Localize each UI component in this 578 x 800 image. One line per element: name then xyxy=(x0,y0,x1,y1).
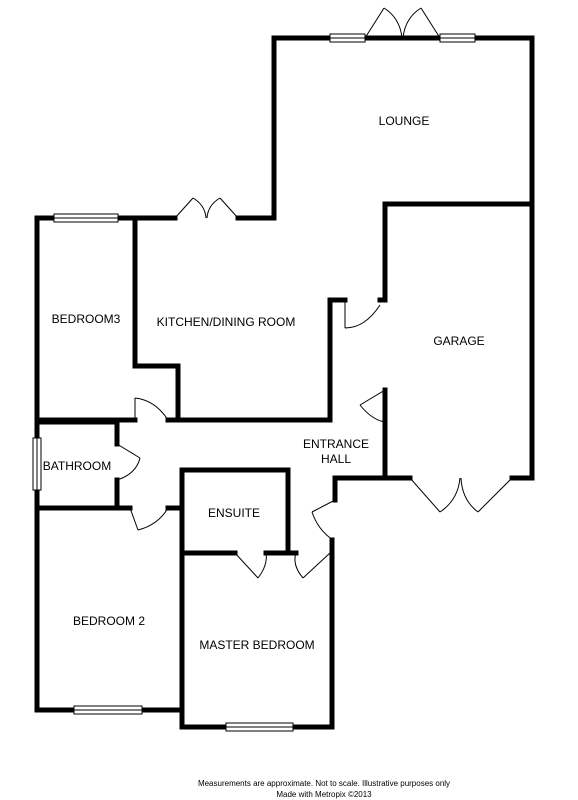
garage-left-wall xyxy=(382,201,535,303)
master-bedroom-label: MASTER BEDROOM xyxy=(199,638,314,652)
room-labels: LOUNGE GARAGE BEDROOM3 KITCHEN/DINING RO… xyxy=(43,114,485,652)
bathroom-door xyxy=(116,443,141,481)
entrance-label-line2: HALL xyxy=(321,452,351,466)
garage-label: GARAGE xyxy=(433,334,484,348)
lounge-right-wall xyxy=(472,35,535,481)
entrance-label-line1: ENTRANCE xyxy=(303,437,369,451)
kitchen-french-door xyxy=(174,197,239,219)
master-bedroom-door xyxy=(294,552,331,579)
doors xyxy=(116,7,513,579)
bedroom3-door xyxy=(134,397,169,421)
lounge-label: LOUNGE xyxy=(379,114,430,128)
master-bottom-right-wall xyxy=(290,537,335,730)
windows xyxy=(32,33,476,732)
credit-text: Made with Metropix ©2013 xyxy=(276,790,372,799)
walls xyxy=(34,35,535,730)
ensuite-door xyxy=(234,552,267,579)
bathroom-label: BATHROOM xyxy=(43,459,111,473)
bedroom2-label: BEDROOM 2 xyxy=(73,614,145,628)
ensuite-label: ENSUITE xyxy=(208,506,260,520)
disclaimer-text: Measurements are approximate. Not to sca… xyxy=(198,779,450,788)
kitchen-bottom-wall xyxy=(165,297,348,423)
bedroom3-label: BEDROOM3 xyxy=(52,312,121,326)
bedroom2-bottom-wall-right xyxy=(139,707,229,730)
garage-french-door xyxy=(409,477,513,513)
garage-internal-door xyxy=(359,389,386,423)
bedroom2-door xyxy=(129,507,169,531)
kitchen-label: KITCHEN/DINING ROOM xyxy=(157,315,296,329)
kitchen-inner-wall xyxy=(132,363,181,423)
ensuite-walls xyxy=(179,467,291,713)
entrance-wall xyxy=(332,475,388,503)
lounge-left-wall xyxy=(271,35,333,221)
entrance-door xyxy=(311,499,336,541)
kitchen-hall-door xyxy=(344,297,388,329)
lounge-french-door xyxy=(364,7,441,39)
